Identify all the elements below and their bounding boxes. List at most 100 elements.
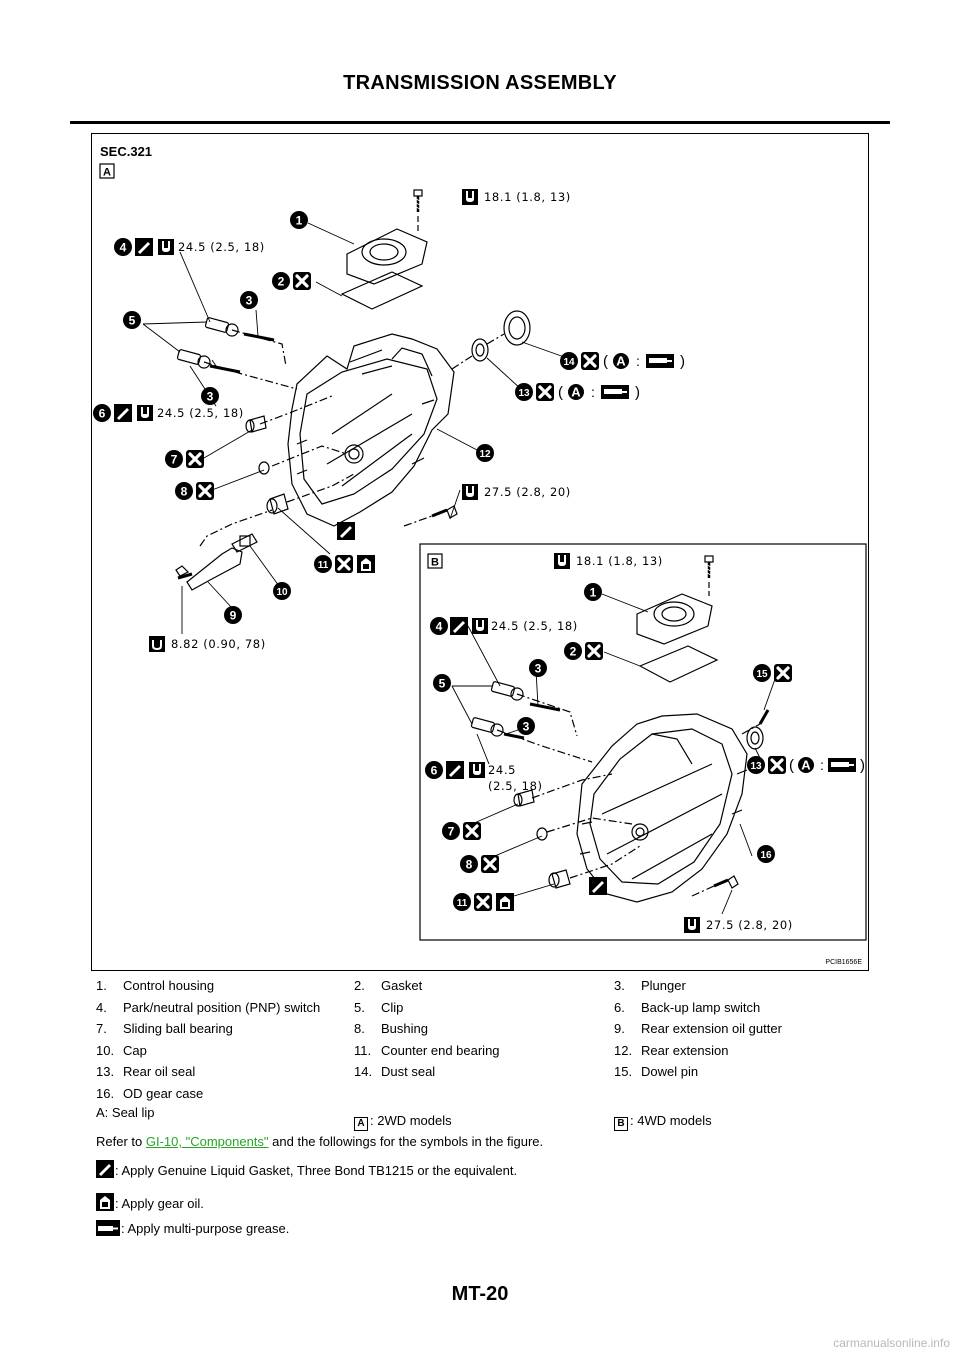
seal-ref-13: ( A : ) bbox=[558, 384, 640, 401]
legend-text: Control housing bbox=[123, 978, 215, 993]
svg-text:27.5 (2.8, 20): 27.5 (2.8, 20) bbox=[706, 918, 793, 932]
legend-row: 13. Rear oil seal 14. Dust seal 15. Dowel p… bbox=[96, 1064, 876, 1086]
svg-text:A: A bbox=[571, 385, 581, 400]
panel-b-frame bbox=[419, 543, 867, 941]
panel-b-leaders bbox=[451, 593, 776, 915]
gear-oil-note: : Apply gear oil. bbox=[96, 1193, 204, 1211]
legend-text: Rear extension oil gutter bbox=[641, 1021, 782, 1036]
callout-3: 3 bbox=[240, 291, 258, 309]
callout-b-13: 13 bbox=[747, 754, 788, 776]
svg-text:11: 11 bbox=[457, 898, 468, 909]
svg-text:27.5 (2.8, 20): 27.5 (2.8, 20) bbox=[484, 485, 571, 499]
panel-b-label: B bbox=[431, 557, 439, 569]
legend-num: 8. bbox=[354, 1021, 365, 1036]
svg-text:15: 15 bbox=[756, 669, 768, 680]
legend-num: 13. bbox=[96, 1064, 115, 1079]
refer-suffix: and the followings for the symbols in th… bbox=[268, 1134, 544, 1149]
liquid-gasket-marker bbox=[337, 522, 355, 540]
svg-text:8: 8 bbox=[466, 858, 473, 872]
legend-num: 10. bbox=[96, 1042, 115, 1058]
grease-note: : Apply multi-purpose grease. bbox=[96, 1220, 289, 1236]
svg-text::: : bbox=[591, 384, 595, 400]
legend-text: Plunger bbox=[641, 978, 686, 993]
panel-b-box bbox=[427, 553, 443, 569]
panel-a-box bbox=[99, 163, 115, 179]
legend-row: 1.Control housing 2.Gasket 3.Plunger bbox=[96, 978, 876, 1000]
panel-a-drawing bbox=[175, 188, 531, 591]
callout-b-8: 8 bbox=[460, 853, 501, 875]
svg-text:2: 2 bbox=[570, 645, 577, 659]
legend-num: 3. bbox=[614, 978, 625, 993]
figure-code: PCIB1656E bbox=[825, 959, 862, 966]
svg-text:(: ( bbox=[789, 757, 794, 774]
svg-text:3: 3 bbox=[535, 662, 542, 676]
legend-text: Cap bbox=[123, 1042, 147, 1058]
refer-prefix: Refer to bbox=[96, 1134, 146, 1149]
callout-b-2: 2 bbox=[564, 640, 605, 662]
callout-9: 9 bbox=[224, 606, 242, 624]
exploded-view-figure: SEC.321 A bbox=[91, 133, 869, 971]
legend-text: Dowel pin bbox=[641, 1064, 699, 1079]
torque-b-1: 18.1 (1.8, 13) bbox=[554, 553, 662, 569]
legend-text: Gasket bbox=[381, 978, 423, 993]
callout-b-3: 3 bbox=[529, 659, 547, 677]
page-number: MT-20 bbox=[451, 1283, 509, 1305]
callout-b-5: 5 bbox=[433, 674, 451, 692]
legend-num: 16. bbox=[96, 1085, 115, 1101]
svg-text::: : bbox=[636, 353, 640, 369]
svg-text:(: ( bbox=[603, 353, 608, 370]
seal-ref-b-13: ( A : ) bbox=[789, 757, 865, 774]
callout-1: 1 bbox=[290, 211, 308, 229]
liquid-gasket-icon bbox=[96, 1160, 114, 1178]
liquid-gasket-note: : Apply Genuine Liquid Gasket, Three Bon… bbox=[96, 1160, 517, 1178]
svg-text:4: 4 bbox=[436, 620, 443, 634]
components-link[interactable]: GI-10, "Components" bbox=[145, 1134, 269, 1149]
svg-text:11: 11 bbox=[318, 560, 329, 571]
model-a-text: : 2WD models bbox=[370, 1113, 452, 1128]
grease-icon bbox=[96, 1220, 120, 1236]
legend-text: Park/neutral position (PNP) switch bbox=[123, 999, 321, 1015]
panel-a-label: A bbox=[103, 167, 111, 179]
legend-text: Counter end bearing bbox=[381, 1042, 500, 1058]
svg-text:18.1 (1.8, 13): 18.1 (1.8, 13) bbox=[484, 190, 571, 204]
model-b-text: : 4WD models bbox=[630, 1113, 712, 1128]
seal-lip-note: A: Seal lip bbox=[96, 1105, 155, 1120]
legend-num: 6. bbox=[614, 999, 625, 1015]
legend-text: Rear oil seal bbox=[123, 1064, 196, 1079]
callout-13: 13 bbox=[515, 381, 556, 403]
svg-text:9: 9 bbox=[230, 609, 237, 623]
svg-text:A: A bbox=[801, 758, 811, 773]
legend-num: 2. bbox=[354, 978, 365, 993]
section-label: SEC.321 bbox=[100, 144, 152, 159]
callout-b-3b: 3 bbox=[517, 717, 535, 735]
svg-text:13: 13 bbox=[750, 761, 762, 772]
model-b-box: B bbox=[614, 1117, 628, 1131]
callout-7: 7 bbox=[165, 448, 206, 470]
legend-num: 15. bbox=[614, 1064, 633, 1079]
legend-row-models: A: Seal lip A: 2WD models B: 4WD models bbox=[96, 1105, 876, 1133]
svg-text::: : bbox=[820, 757, 824, 773]
svg-text:6: 6 bbox=[431, 764, 438, 778]
svg-text:7: 7 bbox=[448, 825, 455, 839]
legend-row: 10.Cap 11.Counter end bearing 12.Rear ex… bbox=[96, 1043, 876, 1065]
callout-10: 10 bbox=[273, 582, 291, 600]
legend-text: Bushing bbox=[381, 1021, 428, 1036]
torque-b-6b: (2.5, 18) bbox=[488, 779, 543, 793]
seal-ref-14: ( A : ) bbox=[603, 353, 685, 370]
svg-text:5: 5 bbox=[439, 677, 446, 691]
callout-4: 4 bbox=[114, 238, 174, 256]
svg-text:3: 3 bbox=[246, 294, 253, 308]
legend-num: 14. bbox=[354, 1064, 373, 1079]
callout-b-7: 7 bbox=[442, 820, 483, 842]
torque-b-4: 24.5 (2.5, 18) bbox=[491, 619, 578, 633]
callout-b-16: 16 bbox=[757, 845, 775, 863]
callout-14: 14 bbox=[560, 350, 601, 372]
legend-num: 5. bbox=[354, 999, 365, 1015]
liquid-gasket-text: : Apply Genuine Liquid Gasket, Three Bon… bbox=[115, 1163, 518, 1178]
torque-12: 27.5 (2.8, 20) bbox=[462, 484, 571, 500]
legend-text: Dust seal bbox=[381, 1064, 436, 1079]
callout-2: 2 bbox=[272, 270, 313, 292]
callout-12: 12 bbox=[476, 444, 494, 462]
torque-b-16: 27.5 (2.8, 20) bbox=[684, 917, 793, 933]
reference-note: Refer to GI-10, "Components" and the fol… bbox=[96, 1134, 543, 1149]
